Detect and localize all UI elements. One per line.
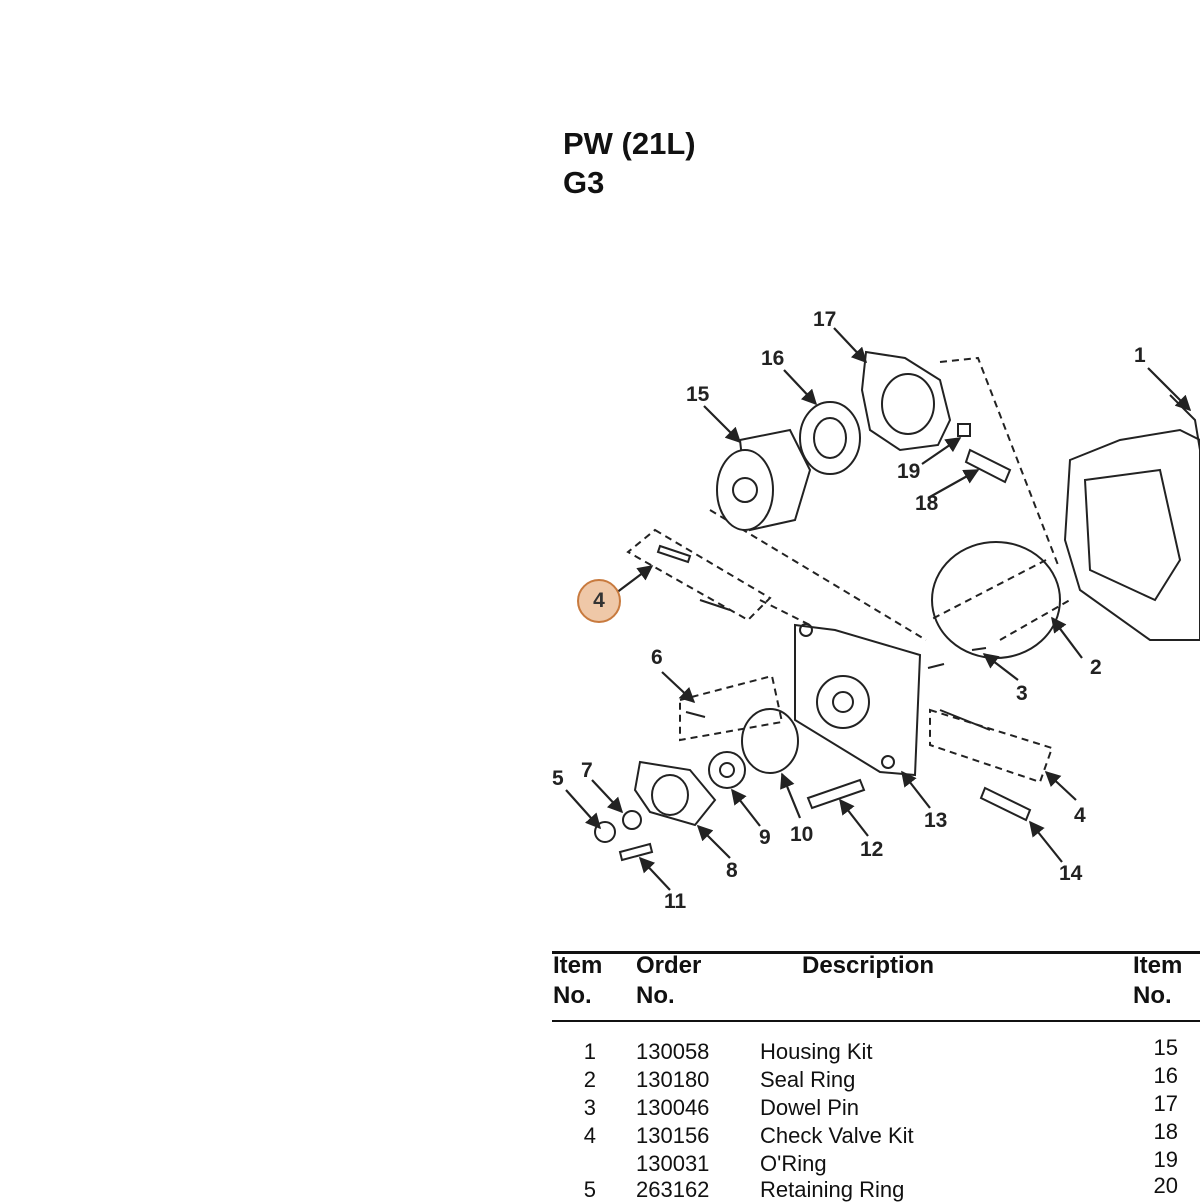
table-row: 130031 O'Ring 19 xyxy=(0,1147,1200,1178)
callout-14: 14 xyxy=(1059,862,1083,885)
cell-item: 5 xyxy=(583,1177,596,1202)
header-item2-line2: No. xyxy=(1133,982,1172,1009)
cell-item2: 15 xyxy=(1153,1035,1178,1060)
callout-15: 15 xyxy=(686,383,710,406)
header-item-line1: Item xyxy=(553,952,603,979)
table-row: 1 130058 Housing Kit 15 xyxy=(0,1035,1200,1066)
cell-item: 2 xyxy=(583,1067,596,1092)
highlighted-callout-label: 4 xyxy=(593,589,605,612)
callout-18: 18 xyxy=(915,492,939,515)
header-item: Item No. xyxy=(553,951,602,1011)
header-order-line2: No. xyxy=(636,982,675,1009)
cell-item: 1 xyxy=(583,1039,596,1064)
cell-item: 4 xyxy=(583,1123,596,1148)
callout-labels: 1 2 3 4 5 6 7 8 9 10 11 12 13 14 15 16 1… xyxy=(552,308,1146,913)
flange-part xyxy=(633,760,717,827)
callout-6: 6 xyxy=(651,646,663,669)
cell-item2: 16 xyxy=(1153,1063,1178,1088)
callout-11: 11 xyxy=(664,890,687,913)
cell-order: 130058 xyxy=(636,1039,710,1064)
cell-item: 3 xyxy=(583,1095,596,1120)
header-order-line1: Order xyxy=(636,952,702,979)
table-row: 3 130046 Dowel Pin 17 xyxy=(0,1091,1200,1122)
cell-order: 130046 xyxy=(636,1095,710,1120)
table-top-rule xyxy=(552,951,1200,954)
cell-item2: 18 xyxy=(1153,1119,1178,1144)
cell-order: 130156 xyxy=(636,1123,710,1148)
cell-description: Check Valve Kit xyxy=(760,1123,914,1148)
header-item2-line1: Item xyxy=(1133,952,1183,979)
leader-lines xyxy=(565,327,1192,891)
diagram-dashed-guides xyxy=(626,356,1071,784)
cell-order: 130031 xyxy=(636,1151,710,1176)
callout-17: 17 xyxy=(813,308,836,331)
table-header-rule xyxy=(552,1020,1200,1022)
oring-large-part xyxy=(931,541,1061,659)
header-item-right: Item No. xyxy=(1133,951,1182,1011)
gear-part xyxy=(708,751,746,789)
callout-10: 10 xyxy=(790,823,813,846)
cell-description: O'Ring xyxy=(760,1151,827,1176)
seal-ring-part xyxy=(799,401,861,475)
cell-order: 130180 xyxy=(636,1067,710,1092)
callout-19: 19 xyxy=(897,460,920,483)
callout-1: 1 xyxy=(1134,344,1146,367)
callout-7: 7 xyxy=(581,759,593,782)
cell-item2: 20 xyxy=(1153,1173,1178,1198)
callout-16: 16 xyxy=(761,347,784,370)
valve-plate-part xyxy=(794,623,922,777)
callout-4b: 4 xyxy=(1074,804,1086,827)
cell-item2: 17 xyxy=(1153,1091,1178,1116)
header-item-line2: No. xyxy=(553,982,592,1009)
oring-small-part xyxy=(741,708,799,774)
highlighted-callout-4[interactable]: 4 xyxy=(577,579,621,623)
cell-description: Dowel Pin xyxy=(760,1095,860,1120)
header-description: Description xyxy=(802,952,935,979)
table-row: 2 130180 Seal Ring 16 xyxy=(0,1063,1200,1094)
callout-3: 3 xyxy=(1016,682,1028,705)
small-hardware-parts xyxy=(594,544,1032,862)
callout-8: 8 xyxy=(726,859,738,882)
housing-part xyxy=(1063,394,1200,641)
callout-5: 5 xyxy=(552,767,564,790)
table-row: 5 263162 Retaining Ring 20 xyxy=(0,1173,1200,1204)
cell-description: Housing Kit xyxy=(760,1039,873,1064)
header-order: Order No. xyxy=(636,951,701,1011)
callout-9: 9 xyxy=(759,826,771,849)
callout-2: 2 xyxy=(1090,656,1102,679)
cell-order: 263162 xyxy=(636,1177,710,1202)
model-title: PW (21L) xyxy=(563,126,696,161)
callout-12: 12 xyxy=(860,838,883,861)
table-row: 4 130156 Check Valve Kit 18 xyxy=(0,1119,1200,1150)
model-subtitle: G3 xyxy=(563,165,605,200)
cell-item2: 19 xyxy=(1153,1147,1178,1172)
cell-description: Seal Ring xyxy=(760,1067,856,1092)
cam-plate-part xyxy=(860,350,952,452)
shaft-part xyxy=(957,423,1012,484)
cell-description: Retaining Ring xyxy=(760,1177,905,1202)
cylinder-block-part xyxy=(716,428,812,532)
callout-13: 13 xyxy=(924,809,947,832)
